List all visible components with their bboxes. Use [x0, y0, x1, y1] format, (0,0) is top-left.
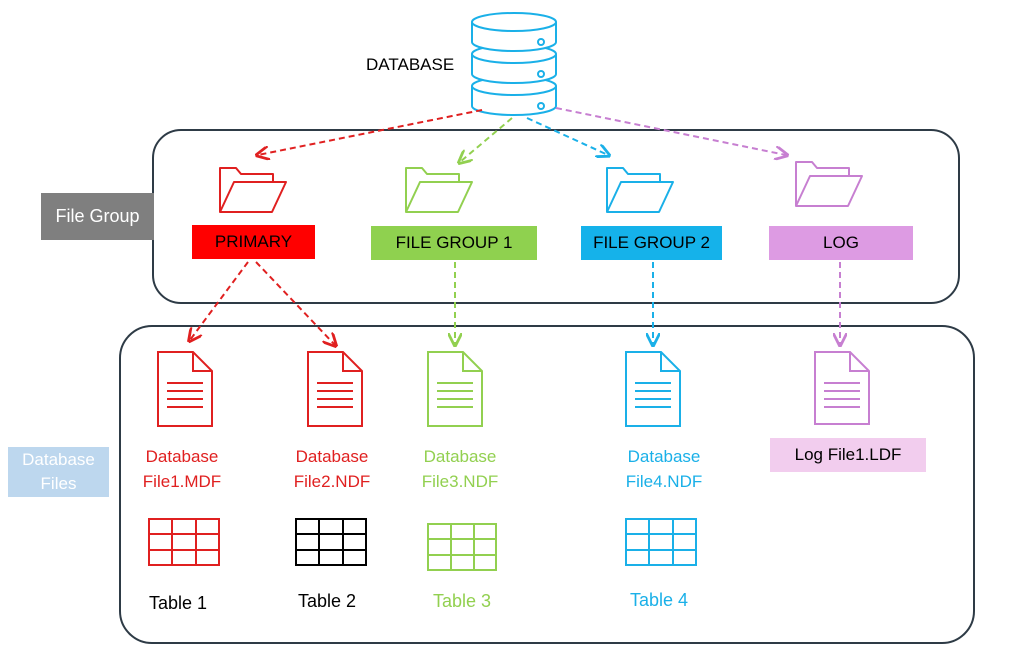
database-file-4-name: Database File4.NDF: [604, 444, 724, 494]
file-group-container: [152, 129, 960, 304]
file-group-primary-label: PRIMARY: [192, 225, 315, 259]
database-file-3-line1: Database: [423, 447, 497, 466]
database-files-side-label: Database Files: [8, 447, 109, 497]
table-icon-3: [427, 523, 497, 571]
table-1-label: Table 1: [148, 593, 208, 613]
table-icon-1: [148, 518, 220, 566]
table-icon-4: [625, 518, 697, 566]
folder-icon-group1: [405, 167, 473, 213]
document-icon-file4: [625, 351, 681, 427]
database-file-2-line1: Database: [295, 447, 369, 466]
table-icon-2: [295, 518, 367, 566]
file-group-2-label: FILE GROUP 2: [581, 226, 722, 260]
file-group-side-label: File Group: [41, 193, 154, 240]
arrow-db-log: [555, 107, 786, 155]
database-file-1-name: Database File1.MDF: [122, 444, 242, 494]
log-file-label: Log File1.LDF: [770, 438, 926, 472]
table-3-label: Table 3: [432, 591, 492, 611]
database-file-3-line2: File3.NDF: [421, 472, 499, 491]
database-arrows: [258, 107, 786, 162]
document-icon-logfile: [814, 351, 870, 425]
database-file-3-name: Database File3.NDF: [400, 444, 520, 494]
arrow-primary-file2: [255, 261, 335, 345]
document-icon-file1: [157, 351, 213, 427]
file-group-log-label: LOG: [769, 226, 913, 260]
database-title: DATABASE: [366, 55, 455, 74]
arrow-db-primary: [258, 109, 483, 155]
group-arrows: [190, 261, 840, 345]
document-icon-file2: [307, 351, 363, 427]
folder-icon-group2: [606, 167, 674, 213]
table-2-label: Table 2: [297, 591, 357, 611]
arrow-db-group2: [526, 117, 608, 155]
database-files-label-line1: Database: [22, 450, 95, 469]
arrow-primary-file1: [190, 261, 249, 340]
database-file-4-line1: Database: [627, 447, 701, 466]
table-4-label: Table 4: [629, 590, 689, 610]
file-group-1-label: FILE GROUP 1: [371, 226, 537, 260]
database-files-container: [119, 325, 975, 644]
database-icon: [471, 12, 557, 116]
database-file-4-line2: File4.NDF: [625, 472, 703, 491]
arrow-db-group1: [460, 117, 513, 162]
folder-icon-primary: [219, 167, 287, 213]
database-file-2-line2: File2.NDF: [293, 472, 371, 491]
database-file-1-line1: Database: [145, 447, 219, 466]
folder-icon-log: [795, 161, 863, 207]
database-file-2-name: Database File2.NDF: [272, 444, 392, 494]
database-file-1-line2: File1.MDF: [142, 472, 222, 491]
document-icon-file3: [427, 351, 483, 427]
database-files-label-line2: Files: [40, 474, 77, 493]
